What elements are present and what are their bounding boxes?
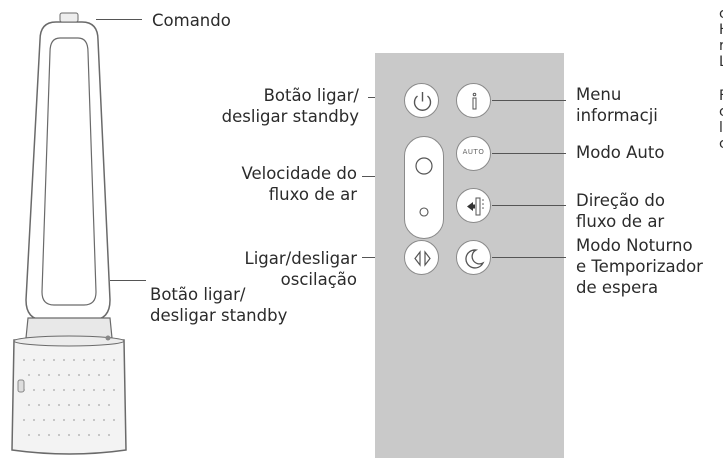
- label-oscillation: Ligar/desligar oscilação: [195, 248, 357, 290]
- label-night-line3: de espera: [576, 278, 659, 297]
- label-night: Modo Noturno e Temporizador de espera: [576, 235, 703, 298]
- standby-bottom-leader: [110, 280, 146, 281]
- label-direction-line1: Direção do: [576, 191, 665, 210]
- label-power-bottom-line1: Botão ligar/: [150, 285, 246, 304]
- auto-icon: AUTO: [462, 148, 485, 156]
- label-power-bottom-line2: desligar standby: [150, 306, 288, 325]
- oscillation-icon: [414, 250, 431, 267]
- night-leader: [492, 257, 566, 258]
- clip-4: F: [719, 88, 723, 104]
- info-leader: [492, 100, 566, 101]
- airflow-direction-icon: [467, 197, 484, 216]
- oscillation-button[interactable]: [404, 240, 439, 275]
- label-direction-line2: fluxo de ar: [576, 212, 665, 231]
- direction-leader: [492, 205, 566, 206]
- label-oscillation-line1: Ligar/desligar: [244, 249, 357, 268]
- clip-5: c: [719, 104, 723, 120]
- label-power-bottom: Botão ligar/ desligar standby: [150, 284, 287, 326]
- clipped-text-fragments: c H r L F c l c: [719, 6, 723, 152]
- moon-icon: [465, 249, 485, 269]
- label-speed-line2: fluxo de ar: [268, 185, 357, 204]
- clip-2: r: [719, 38, 723, 54]
- label-auto-text: Modo Auto: [576, 143, 665, 162]
- label-menu-line1: Menu: [576, 85, 622, 104]
- clip-0: c: [719, 6, 723, 22]
- label-auto: Modo Auto: [576, 142, 664, 163]
- label-power-top-line2: desligar standby: [221, 107, 359, 126]
- speed-down-icon[interactable]: [416, 204, 432, 220]
- label-comando: Comando: [152, 10, 231, 31]
- label-direction: Direção do fluxo de ar: [576, 190, 665, 232]
- label-night-line2: e Temporizador: [576, 257, 703, 276]
- tower-fan-illustration: [11, 12, 127, 455]
- night-mode-button[interactable]: [456, 240, 491, 275]
- power-button[interactable]: [404, 83, 439, 118]
- speed-rocker[interactable]: [404, 136, 444, 239]
- clip-3: L: [719, 54, 723, 70]
- label-speed: Velocidade do fluxo de ar: [195, 163, 357, 205]
- label-power-top: Botão ligar/ desligar standby: [195, 85, 359, 127]
- label-night-line1: Modo Noturno: [576, 236, 693, 255]
- comando-leader: [96, 19, 142, 20]
- label-speed-line1: Velocidade do: [241, 164, 357, 183]
- info-button[interactable]: [456, 83, 491, 118]
- clip-7: c: [719, 136, 723, 152]
- label-menu: Menu informacji: [576, 84, 658, 126]
- label-menu-line2: informacji: [576, 106, 658, 125]
- auto-leader: [492, 153, 566, 154]
- label-power-top-line1: Botão ligar/: [263, 86, 359, 105]
- clip-1: H: [719, 22, 723, 38]
- power-icon: [413, 92, 432, 111]
- label-comando-text: Comando: [152, 11, 231, 30]
- speed-up-icon[interactable]: [413, 155, 435, 177]
- info-icon: [472, 92, 477, 110]
- airflow-direction-button[interactable]: [456, 188, 491, 223]
- label-oscillation-line2: oscilação: [280, 270, 357, 289]
- clip-6: l: [719, 120, 723, 136]
- auto-button[interactable]: AUTO: [456, 136, 491, 171]
